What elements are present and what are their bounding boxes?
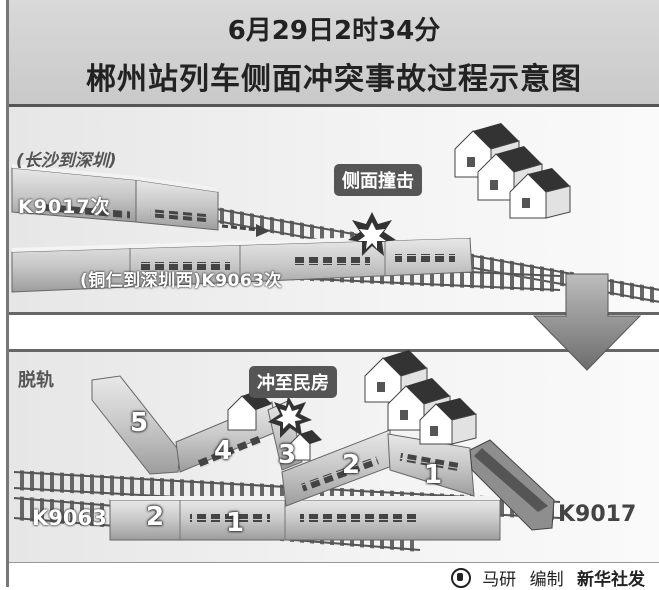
derailment-label: 脱轨 [18, 370, 54, 391]
transition-arrow-icon [532, 273, 642, 371]
left-border [6, 0, 9, 587]
main-title: 郴州站列车侧面冲突事故过程示意图 [86, 62, 582, 97]
agency-name: 新华社发 [577, 570, 645, 590]
into-houses-callout: 冲至民房 [249, 366, 337, 398]
panel-divider-top [9, 312, 659, 315]
car-number-1: 1 [424, 460, 443, 490]
car-number-4: 4 [214, 436, 233, 466]
panel-divider-bottom [9, 349, 659, 352]
impact-star-icon-2 [268, 396, 312, 438]
motion-arrow [221, 224, 270, 237]
houses-icon-panel1 [454, 123, 571, 219]
car-number-2: 2 [342, 450, 361, 480]
train-label-k9017-panel2: K9017 [558, 502, 637, 527]
car-number-3: 3 [278, 440, 297, 470]
train-k9063-panel2 [109, 496, 501, 541]
header: 6月29日2时34分 郴州站列车侧面冲突事故过程示意图 [9, 0, 659, 107]
author-name: 马研 [482, 570, 517, 590]
impact-star-icon [348, 212, 396, 256]
xinhua-logo-icon [450, 568, 471, 588]
train-label-k9063-panel2: K9063 [32, 506, 107, 530]
route-label-k9017: (长沙到深圳) [16, 151, 117, 171]
train-k9017-panel1 [11, 164, 219, 231]
car-number-5: 5 [130, 408, 149, 438]
side-collision-callout: 侧面撞击 [334, 164, 422, 196]
credit-line: 马研 编制 新华社发 [450, 565, 645, 590]
train-label-k9017: K9017次 [18, 196, 111, 218]
author-role: 编制 [529, 570, 564, 590]
route-train-label-k9063: (铜仁到深圳西)K9063次 [80, 271, 283, 291]
time-title: 6月29日2时34分 [227, 16, 441, 46]
houses-icon-panel2 [227, 350, 477, 461]
k9063-car-number-2: 2 [146, 502, 165, 532]
footer: 马研 编制 新华社发 [9, 562, 659, 590]
k9063-car-number-1: 1 [226, 508, 245, 538]
